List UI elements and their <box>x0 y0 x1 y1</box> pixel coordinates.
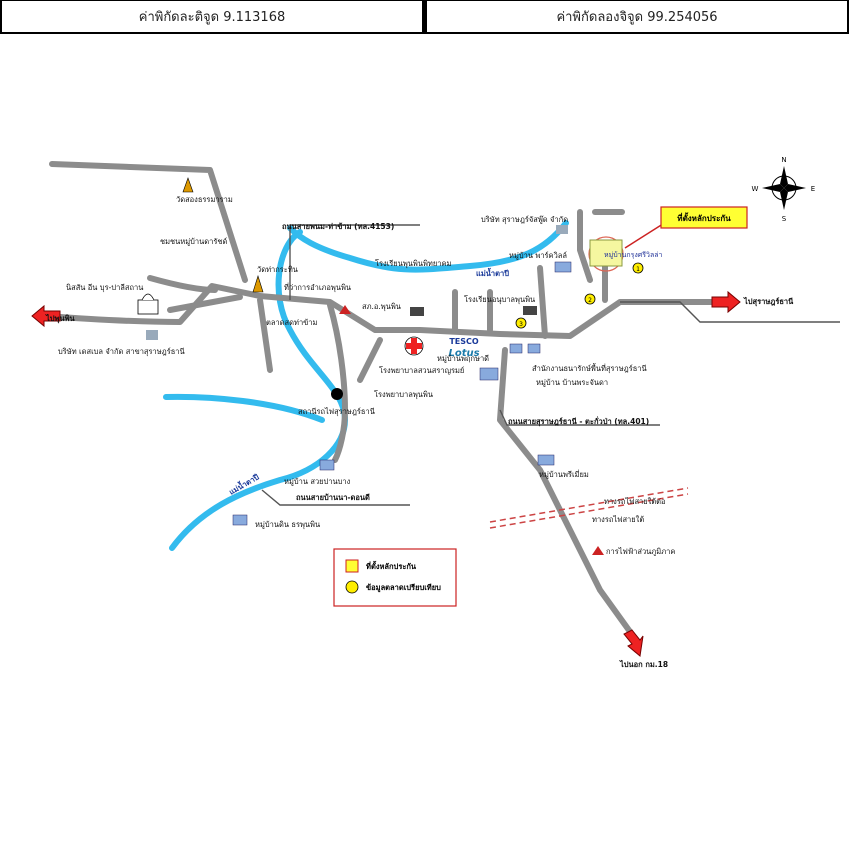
compass-e: E <box>811 185 815 193</box>
svg-text:ไปสุราษฎร์ธานี: ไปสุราษฎร์ธานี <box>743 296 794 306</box>
school-icons <box>146 225 568 340</box>
village-icons <box>232 261 572 526</box>
arrow-south-icon <box>623 629 644 657</box>
longitude-cell: ค่าพิกัดลองจิจูด 99.254056 <box>424 0 849 34</box>
railway <box>489 487 689 529</box>
train-icon <box>331 388 343 400</box>
marker-3: 3 <box>515 317 527 329</box>
svg-text:นิสสัน อีน บุร-ปาลีสถาน: นิสสัน อีน บุร-ปาลีสถาน <box>66 283 144 292</box>
marker-1: 1 <box>632 262 644 274</box>
legend-comparable: ข้อมูลตลาดเปรียบเทียบ <box>366 583 441 593</box>
svg-text:สถานีรถไฟสุราษฎร์ธานี: สถานีรถไฟสุราษฎร์ธานี <box>298 407 375 416</box>
svg-text:สำนักงานธนารักษ์พื้นที่สุราษฎร: สำนักงานธนารักษ์พื้นที่สุราษฎร์ธานี <box>532 363 647 373</box>
compass-w: W <box>752 185 759 193</box>
svg-text:1: 1 <box>636 266 640 273</box>
temple-icon <box>182 177 264 293</box>
svg-text:หมู่บ้านพฤกษาดี: หมู่บ้านพฤกษาดี <box>437 354 489 363</box>
tesco-lotus-logo: TESCO Lotus <box>448 337 479 359</box>
svg-text:หมู่บ้าน บ้านพระจันดา: หมู่บ้าน บ้านพระจันดา <box>536 378 608 387</box>
svg-text:ที่ว่าการอำเภอพุนพิน: ที่ว่าการอำเภอพุนพิน <box>284 282 351 292</box>
svg-text:การไฟฟ้าส่วนภูมิภาค: การไฟฟ้าส่วนภูมิภาค <box>606 547 675 556</box>
svg-text:2: 2 <box>588 297 592 304</box>
svg-text:ถนนสายบ้านนา-ดอนดี: ถนนสายบ้านนา-ดอนดี <box>296 493 370 502</box>
svg-text:ตลาดสดท่าข้าม: ตลาดสดท่าข้าม <box>266 318 317 327</box>
site-callout: ที่ตั้งหลักประกัน <box>588 206 748 272</box>
svg-text:3: 3 <box>519 321 523 328</box>
svg-text:วัดสองธรรมาราม: วัดสองธรรมาราม <box>176 195 233 204</box>
compass-icon: N S W E <box>752 156 816 223</box>
svg-text:หมู่บ้านพรีเมี่ยม: หมู่บ้านพรีเมี่ยม <box>539 469 589 479</box>
arrow-east-icon <box>711 290 741 314</box>
svg-text:หมู่บ้านกรุงศรีวิลล่า: หมู่บ้านกรุงศรีวิลล่า <box>604 251 663 259</box>
latitude-cell: ค่าพิกัดละติจูด 9.113168 <box>0 0 424 34</box>
compass-n: N <box>781 156 786 164</box>
compass-s: S <box>782 215 787 223</box>
svg-text:แม่น้ำตาปี: แม่น้ำตาปี <box>476 267 509 278</box>
callout-text: ที่ตั้งหลักประกัน <box>677 212 731 223</box>
police-icon <box>339 305 351 314</box>
svg-text:หมู่บ้าน พาร์ควิลล์: หมู่บ้าน พาร์ควิลล์ <box>509 251 567 260</box>
svg-text:บริษัท เดสเบล จำกัด สาขาสุราษฎ: บริษัท เดสเบล จำกัด สาขาสุราษฎร์ธานี <box>58 347 185 356</box>
svg-text:โรงเรียนพุนพินพิทยาคม: โรงเรียนพุนพินพิทยาคม <box>375 259 451 268</box>
svg-text:บริษัท สุราษฎร์จัสพู๊ด จำกัด: บริษัท สุราษฎร์จัสพู๊ด จำกัด <box>481 215 568 224</box>
legend-site: ที่ตั้งหลักประกัน <box>366 560 417 571</box>
svg-text:Lotus: Lotus <box>448 348 479 359</box>
map-legend: ที่ตั้งหลักประกัน ข้อมูลตลาดเปรียบเทียบ <box>333 548 457 607</box>
mosque-icon <box>137 293 159 315</box>
svg-text:ไปนอก กม.18: ไปนอก กม.18 <box>619 659 668 669</box>
marker-2: 2 <box>584 293 596 305</box>
svg-text:ชมชนหมู่บ้านดารัชด์: ชมชนหมู่บ้านดารัชด์ <box>160 237 227 246</box>
road-network <box>42 161 723 643</box>
svg-text:โรงพยาบาลพุนพิน: โรงพยาบาลพุนพิน <box>374 390 433 399</box>
hospital-icon <box>404 336 424 356</box>
svg-text:ทางรถไฟสายใต้ต่อ: ทางรถไฟสายใต้ต่อ <box>604 497 666 506</box>
arrow-west-icon <box>31 304 61 328</box>
svg-text:สภ.อ.พุนพิน: สภ.อ.พุนพิน <box>362 302 401 311</box>
road-branch-east <box>261 224 840 506</box>
svg-text:วัดท่ากระทิน: วัดท่ากระทิน <box>257 265 298 274</box>
svg-text:โรงพยาบาลสวนสราญรมย์: โรงพยาบาลสวนสราญรมย์ <box>379 366 464 375</box>
svg-text:ถนนสายสุราษฎร์ธานี - ตะกั่วป่า: ถนนสายสุราษฎร์ธานี - ตะกั่วป่า (ทล.401) <box>508 415 649 426</box>
coordinate-bar: ค่าพิกัดละติจูด 9.113168 ค่าพิกัดลองจิจู… <box>0 0 849 34</box>
svg-text:TESCO: TESCO <box>449 337 479 346</box>
electric-icon <box>592 546 604 555</box>
svg-text:โรงเรียนอนุบาลพุนพิน: โรงเรียนอนุบาลพุนพิน <box>464 295 535 304</box>
svg-text:ทางรถไฟสายใต้: ทางรถไฟสายใต้ <box>592 515 644 524</box>
svg-text:ถนนสายพนม-ท่าข้าม (ทล.4153): ถนนสายพนม-ท่าข้าม (ทล.4153) <box>282 222 394 231</box>
svg-text:ไปพุนพิน: ไปพุนพิน <box>45 313 76 323</box>
svg-text:หมู่บ้าน สวยปานบาง: หมู่บ้าน สวยปานบาง <box>284 477 351 486</box>
svg-text:หมู่บ้านดิน ธรพุนพิน: หมู่บ้านดิน ธรพุนพิน <box>255 520 320 529</box>
